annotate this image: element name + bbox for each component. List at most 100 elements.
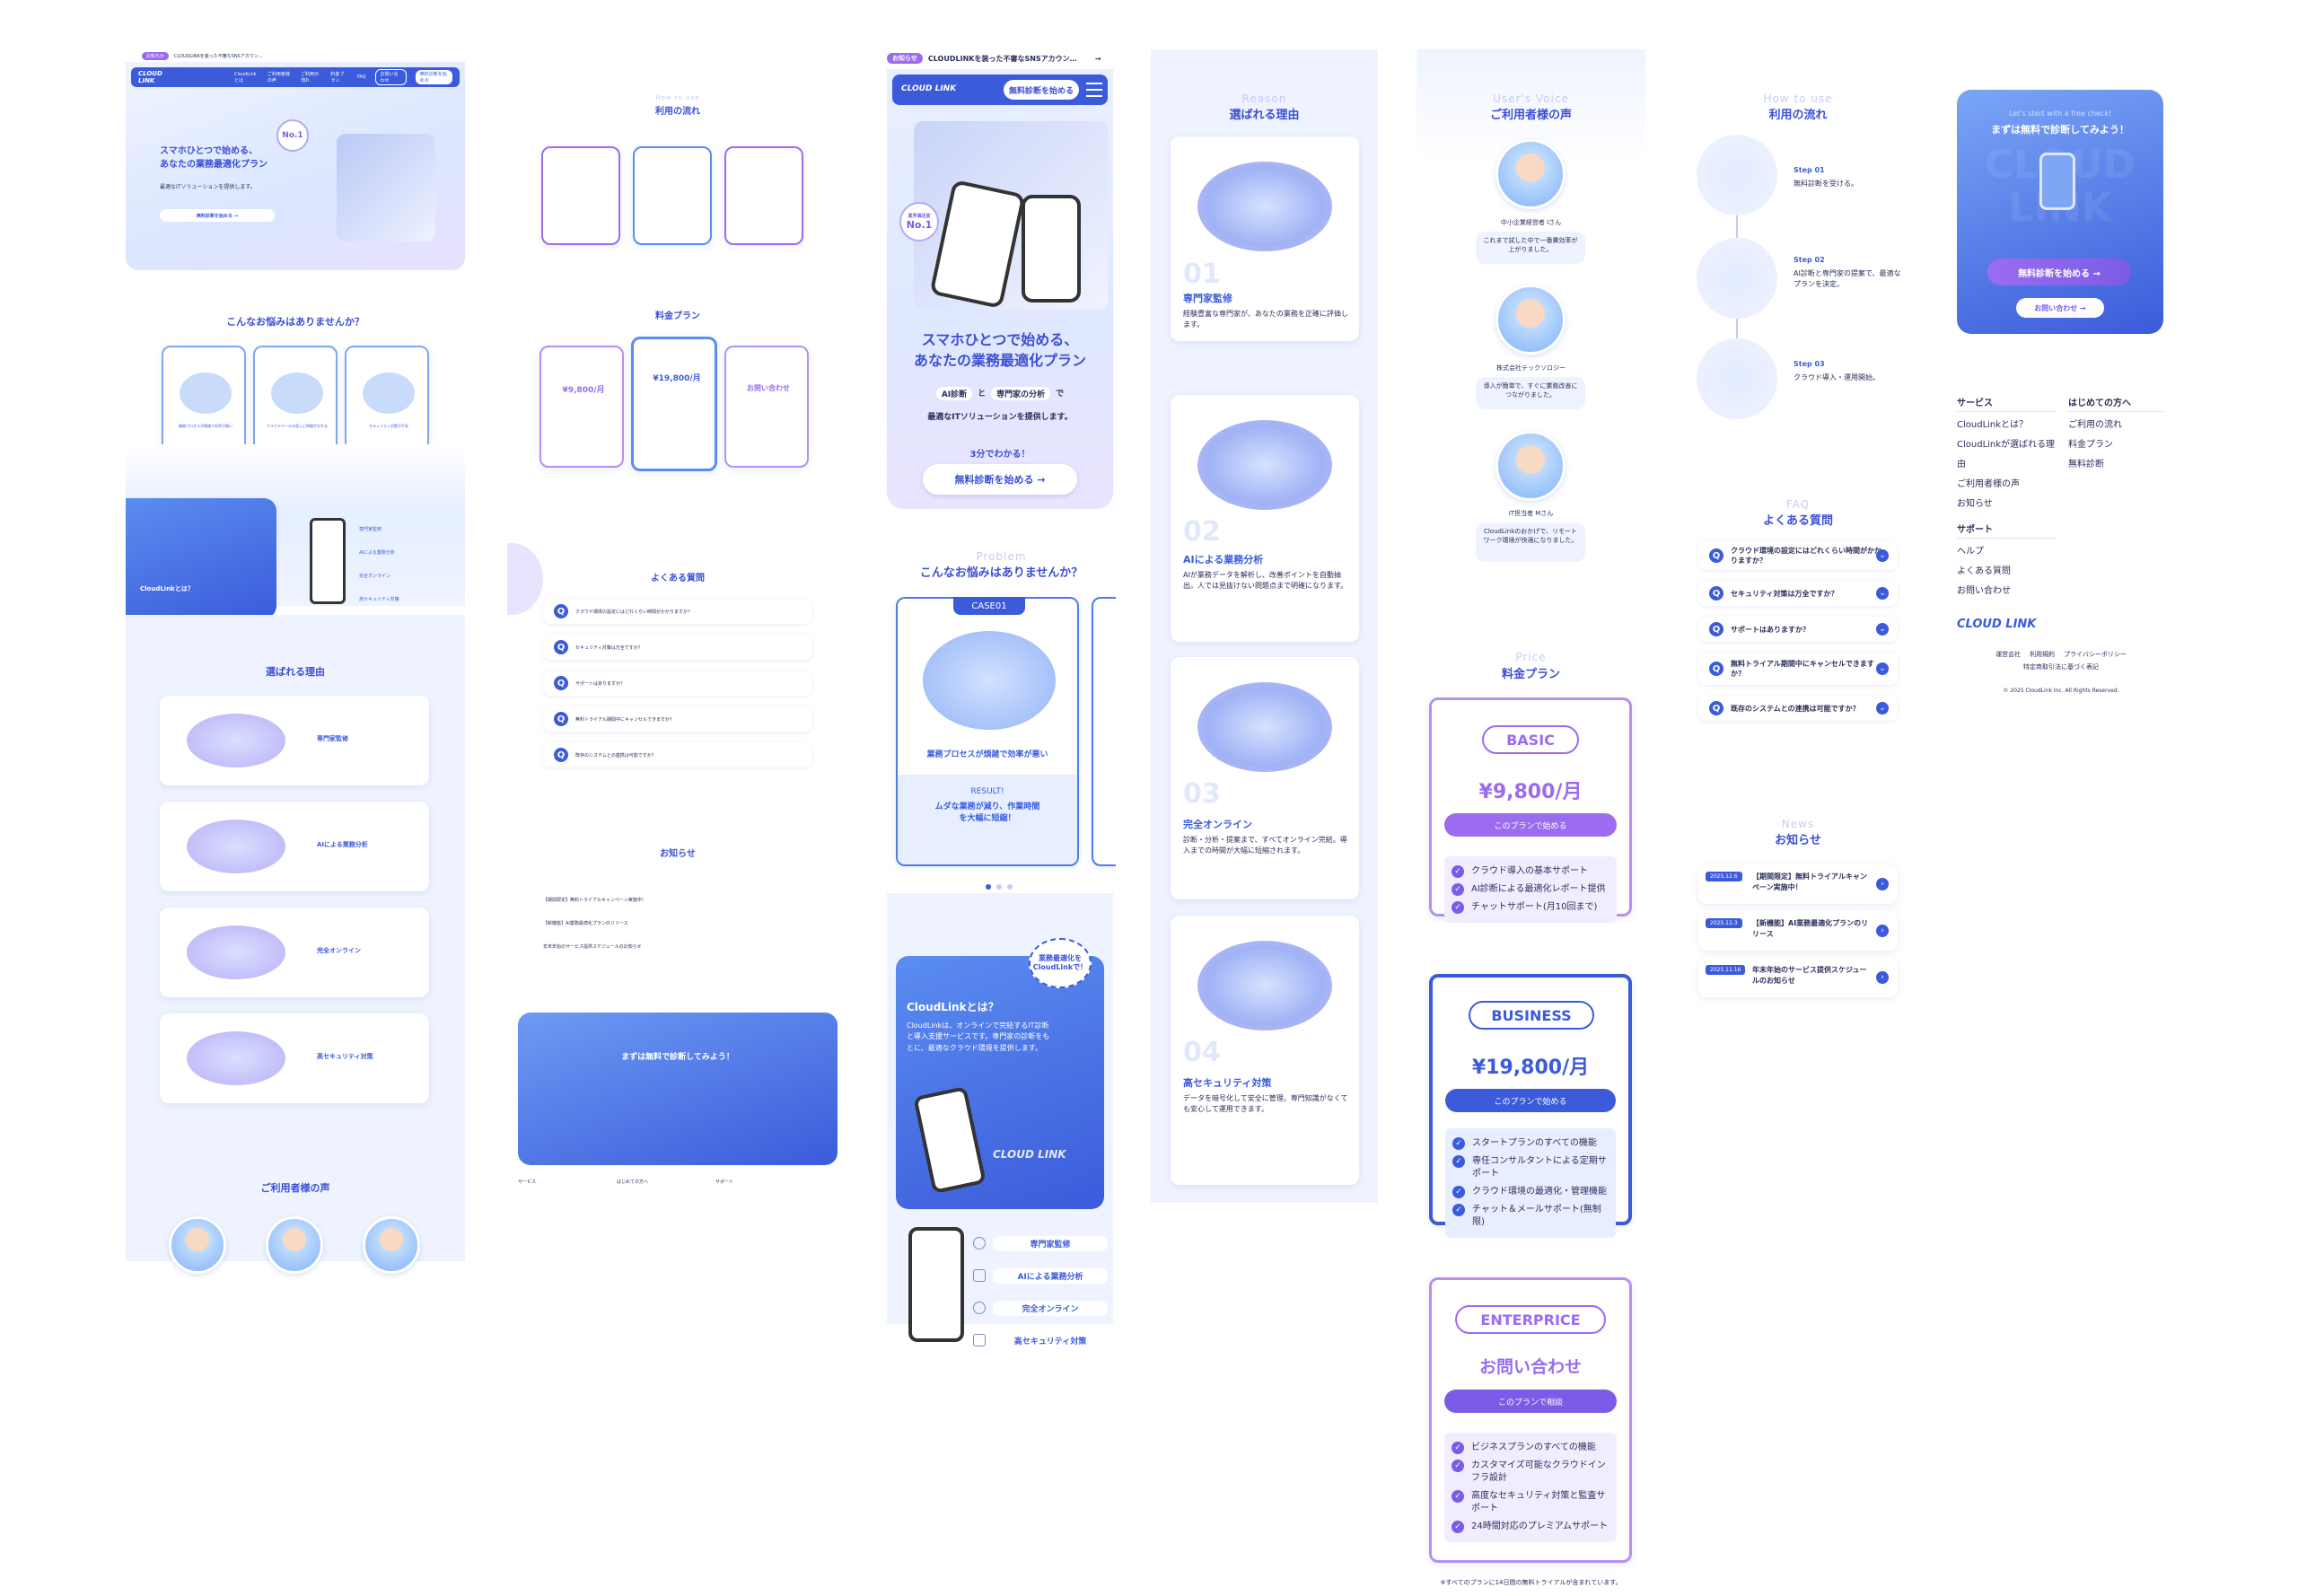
footer-link[interactable]: 料金プラン (2068, 440, 2113, 450)
footer-link[interactable]: ご利用の流れ (2068, 420, 2122, 430)
footer-link[interactable]: ご利用者様の声 (1957, 479, 2020, 489)
news-item[interactable]: 2025.11.16 年末年始のサービス提供スケジュールのお知らせ › (1698, 958, 1898, 997)
mobile-flow-faq-news: How to use 利用の流れ Step 01 無料診断を受ける。 Step … (1686, 49, 1910, 1019)
m-header-cta[interactable]: 無料診断を始める (1004, 80, 1079, 100)
m-case-card-peek (1092, 597, 1116, 866)
plan-select-button[interactable]: このプランで始める (1445, 1089, 1616, 1112)
arrow-right-icon[interactable]: › (1876, 925, 1889, 937)
footer-col-service: サービス CloudLinkとは？ CloudLinkが選ばれる理由 ご利用者様… (1957, 397, 2056, 601)
m-feature-phone (908, 1227, 964, 1342)
chevron-down-icon[interactable]: ⌄ (1876, 549, 1889, 562)
news-text: 【期間限定】無料トライアルキャンペーン実施中！ (1752, 873, 1867, 891)
reason-title: 完全オンライン (1183, 819, 1252, 830)
case-result: RESULT! ムダな業務が減り、作業時間を大幅に短縮！ (898, 775, 1077, 864)
desktop-page: お知らせ CLOUDLINKを装った不審なSNSアカウン… CLOUD LINK… (126, 49, 465, 1315)
m-logo[interactable]: CLOUD LINK (901, 84, 957, 93)
chevron-down-icon[interactable]: ⌄ (1876, 702, 1889, 715)
reason-illustration (1197, 162, 1332, 251)
nav-item-voice[interactable]: ご利用者様の声 (267, 72, 290, 83)
footer-legal-link[interactable]: 運営会社 (1995, 651, 2022, 658)
chevron-down-icon[interactable]: ⌄ (1876, 623, 1889, 636)
flow-title: 利用の流れ (655, 107, 700, 117)
footer-link[interactable]: CloudLinkとは？ (1957, 420, 2029, 430)
carousel-dots[interactable] (986, 884, 1022, 890)
m-reason-card: 02 AIによる業務分析 AIが業務データを解析し、改善ポイントを自動抽出。人で… (1171, 395, 1359, 642)
cta-secondary-button[interactable]: お問い合わせ → (2016, 298, 2104, 318)
m-hero-cta-button[interactable]: 無料診断を始める → (923, 464, 1077, 495)
flow-step-card (633, 146, 712, 245)
footer-link[interactable]: ヘルプ (1957, 547, 1984, 557)
nav-item-faq[interactable]: FAQ (356, 75, 366, 80)
nav-contact-button[interactable]: お問い合わせ (374, 69, 407, 85)
footer-b: サービス はじめての方へ サポート (518, 1179, 734, 1185)
voice-avatar (266, 1216, 323, 1274)
plan-select-button[interactable]: このプランで相談 (1444, 1390, 1617, 1413)
nav-item-price[interactable]: 料金プラン (330, 72, 345, 83)
footer-link[interactable]: CloudLinkが選ばれる理由 (1957, 440, 2056, 469)
plan-select-button[interactable]: このプランで始める (1444, 813, 1617, 837)
m-topbar-arrow[interactable]: → (1094, 54, 1101, 63)
m-about-body: CloudLinkは、オンラインで完結するIT診断と導入支援サービスです。専門家… (907, 1022, 1050, 1052)
m-flow-title: 利用の流れ (1768, 109, 1828, 122)
m-flow-eyebrow: How to use (1763, 92, 1833, 105)
news-item[interactable]: 2025.12.6 【期間限定】無料トライアルキャンペーン実施中！ › (1698, 864, 1898, 904)
news-item[interactable]: 2025.12.3 【新機能】AI業務最適化プランのリリース › (1698, 911, 1898, 951)
hero-title: スマホひとつで始める、あなたの業務最適化プラン (160, 146, 268, 170)
footer-legal-link[interactable]: 利用規約 (2030, 651, 2056, 658)
voice-avatar (1495, 431, 1566, 501)
about-phone (310, 518, 346, 604)
footer-logo[interactable]: CLOUD LINK (1957, 618, 2037, 631)
footer-link[interactable]: 無料診断 (2068, 460, 2104, 469)
nav-item-about[interactable]: CloudLinkとは (234, 71, 257, 83)
hero-badge: No.1 (276, 119, 309, 152)
price-eyebrow: Price (1515, 651, 1547, 663)
news-date: 2025.12.6 (1706, 872, 1742, 881)
flow-eyebrow: How to use (655, 94, 700, 101)
flow-step-label: Step 01 (1794, 166, 1825, 174)
plan-price: ¥9,800/月 (1478, 781, 1583, 803)
footer-link[interactable]: お知らせ (1957, 499, 1993, 509)
chevron-down-icon[interactable]: ⌄ (1876, 662, 1889, 675)
nav-cta-button[interactable]: 無料診断を始める (415, 70, 452, 84)
topbar-notice[interactable]: CLOUDLINKを装った不審なSNSアカウン… (173, 53, 263, 59)
flow-step-card (724, 146, 803, 245)
nav-item-flow[interactable]: ご利用の流れ (301, 72, 320, 83)
m-hero-phone (1022, 195, 1081, 303)
logo[interactable]: CLOUD LINK (138, 70, 162, 84)
footer-legal-link[interactable]: 特定商取引法に基づく表記 (2023, 663, 2099, 671)
footer-link[interactable]: お問い合わせ (1957, 586, 2011, 596)
hero-cta-button[interactable]: 無料診断を始める → (160, 209, 275, 222)
m-topbar-notice[interactable]: CLOUDLINKを装った不審なSNSアカウン… (927, 54, 1077, 63)
reason-num: 03 (1183, 778, 1221, 810)
m-news-title: お知らせ (1775, 834, 1821, 847)
arrow-right-icon[interactable]: › (1876, 971, 1889, 984)
m-problem-eyebrow: Problem (976, 550, 1027, 563)
price-card-business: ¥19,800/月 (631, 337, 717, 471)
chevron-down-icon[interactable]: ⌄ (1876, 587, 1889, 600)
voice-name: 中小企業経営者 Iさん (1500, 219, 1562, 226)
problem-title: こんなお悩みはありませんか？ (226, 316, 364, 328)
voice-comment: CloudLinkのおかげで、リモートワーク環境が快適になりました。 (1476, 522, 1585, 562)
arrow-right-icon[interactable]: › (1876, 878, 1889, 890)
topbar-badge: お知らせ (142, 51, 169, 60)
cta-primary-button[interactable]: 無料診断を始める → (1987, 259, 2131, 285)
footer-link[interactable]: よくある質問 (1957, 566, 2011, 576)
m-about-logo: CLOUD LINK (993, 1148, 1066, 1161)
reason-title: 専門家監修 (1183, 293, 1232, 304)
cta-eyebrow: Let's start with a free check! (2008, 110, 2112, 118)
plan-name: BASIC (1482, 725, 1579, 754)
footer-legal-link[interactable]: プライバシーポリシー (2064, 651, 2127, 658)
menu-icon[interactable] (1086, 83, 1102, 97)
m-problem-title: こんなお悩みはありませんか？ (919, 566, 1083, 580)
